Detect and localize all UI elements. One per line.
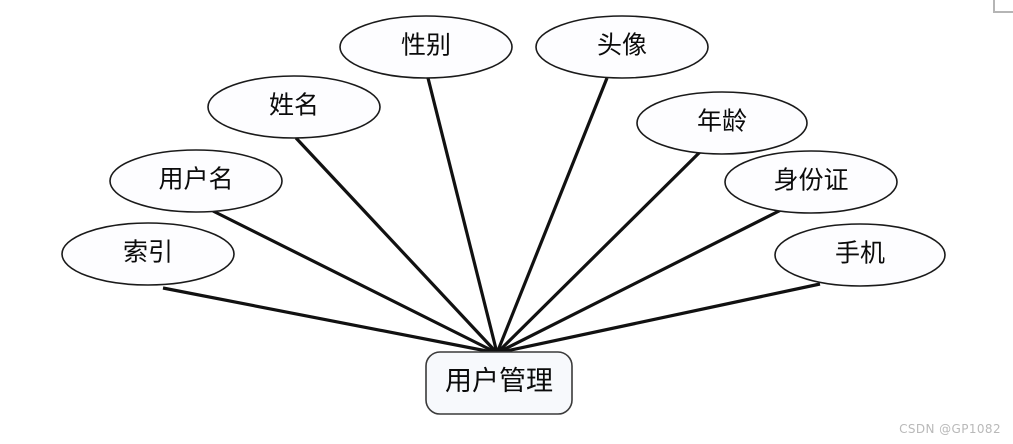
attribute-ellipse-7[interactable] [774,223,946,287]
attribute-ellipse-1[interactable] [109,149,283,213]
entity-node-label: 用户管理 [445,366,553,396]
attribute-label-3: 性别 [401,32,451,60]
edge-line-4 [495,77,609,354]
crop-corner-marker [993,0,1013,13]
attribute-node-0[interactable]: 索引 [61,222,235,286]
edge-line-1 [212,209,498,355]
entity-node-rect[interactable] [425,351,573,415]
attribute-node-7[interactable]: 手机 [774,223,946,287]
attribute-label-7: 手机 [835,240,885,268]
attribute-node-4[interactable]: 头像 [535,15,709,79]
entity-node-group[interactable]: 用户管理 [425,351,573,415]
edge-line-7 [496,282,821,355]
attribute-label-0: 索引 [123,239,173,267]
attribute-node-3[interactable]: 性别 [339,15,513,79]
attribute-ellipse-4[interactable] [535,15,709,79]
watermark-text: CSDN @GP1082 [899,422,1001,436]
attribute-label-6: 身份证 [773,167,848,195]
attribute-ellipse-0[interactable] [61,222,235,286]
attribute-node-5[interactable]: 年龄 [636,91,808,155]
attribute-ellipse-3[interactable] [339,15,513,79]
attribute-node-6[interactable]: 身份证 [724,150,898,214]
attribute-ellipse-5[interactable] [636,91,808,155]
edge-line-2 [294,136,499,355]
attribute-ellipse-2[interactable] [207,75,381,139]
edge-line-5 [495,150,702,355]
edge-line-3 [426,77,499,354]
attribute-node-1[interactable]: 用户名 [109,149,283,213]
attribute-node-2[interactable]: 姓名 [207,75,381,139]
edge-line-6 [496,208,782,355]
edge-lines-group [162,77,821,355]
attribute-label-2: 姓名 [269,92,319,120]
attribute-label-4: 头像 [597,32,647,60]
edge-line-0 [162,286,498,355]
attribute-ellipse-6[interactable] [724,150,898,214]
attribute-label-1: 用户名 [158,166,233,194]
attribute-label-5: 年龄 [697,108,747,136]
